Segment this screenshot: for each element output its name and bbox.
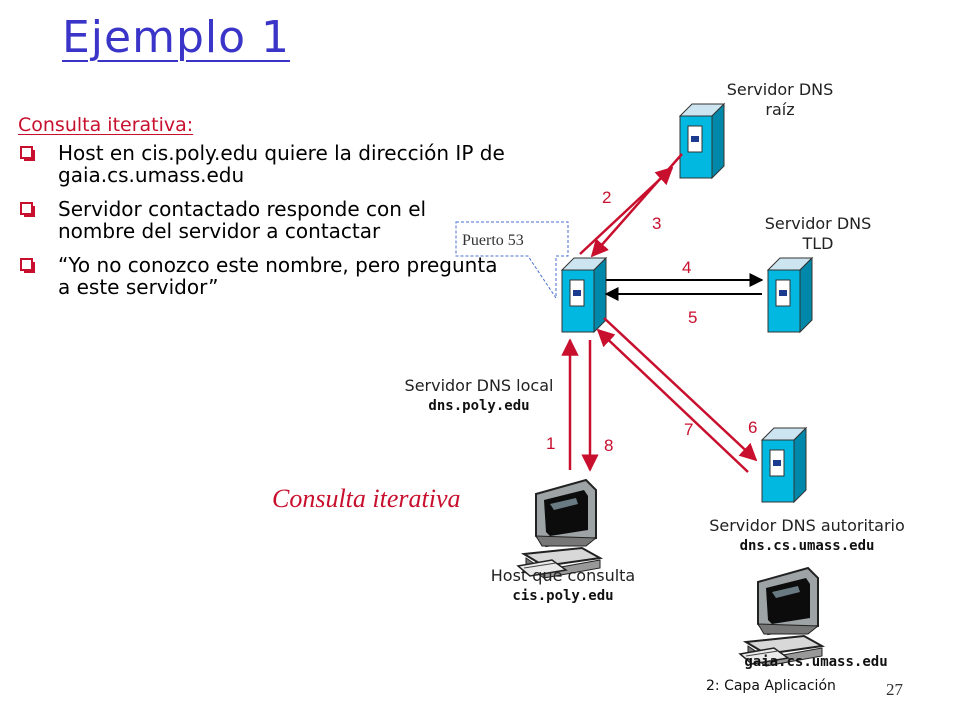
checkbox-bullet-icon bbox=[20, 146, 35, 161]
bullet-list: Host en cis.poly.edu quiere la dirección… bbox=[18, 142, 508, 310]
slide-title: Ejemplo 1 bbox=[62, 12, 291, 63]
step-number: 3 bbox=[652, 214, 662, 233]
querying-host-label: Host que consulta cis.poly.edu bbox=[490, 566, 636, 604]
bullet-item: Servidor contactado responde con el nomb… bbox=[18, 198, 508, 242]
root-server-label: Servidor DNS raíz bbox=[726, 80, 834, 119]
step-number: 2 bbox=[602, 188, 612, 207]
diagram-caption: Consulta iterativa bbox=[272, 484, 461, 513]
step-number: 4 bbox=[682, 258, 692, 277]
port-callout-bubble bbox=[455, 221, 569, 300]
step-number: 7 bbox=[684, 420, 694, 439]
bullet-item: “Yo no conozco este nombre, pero pregunt… bbox=[18, 254, 508, 298]
footer-text: 2: Capa Aplicación bbox=[706, 678, 836, 694]
arrow-step-3 bbox=[590, 153, 683, 258]
bullet-item: Host en cis.poly.edu quiere la dirección… bbox=[18, 142, 508, 186]
auth-server-icon bbox=[761, 427, 807, 503]
querying-host-computer-icon bbox=[517, 479, 601, 579]
auth-server-label: Servidor DNS autoritario dns.cs.umass.ed… bbox=[709, 516, 905, 554]
step-number: 6 bbox=[748, 418, 758, 437]
local-server-icon bbox=[561, 257, 607, 333]
step-number: 8 bbox=[604, 436, 614, 455]
arrow-step-7 bbox=[596, 328, 749, 473]
target-host-label: gaia.cs.umass.edu bbox=[744, 654, 888, 670]
page-number: 27 bbox=[886, 680, 903, 699]
port-callout-text: Puerto 53 bbox=[462, 232, 524, 249]
subheading: Consulta iterativa: bbox=[18, 114, 194, 136]
step-number: 5 bbox=[688, 308, 698, 327]
local-server-label: Servidor DNS local dns.poly.edu bbox=[404, 376, 554, 414]
checkbox-bullet-icon bbox=[20, 258, 35, 273]
step-number: 1 bbox=[546, 434, 556, 453]
checkbox-bullet-icon bbox=[20, 202, 35, 217]
arrow-step-6 bbox=[603, 317, 758, 462]
tld-server-icon bbox=[767, 257, 813, 333]
tld-server-label: Servidor DNS TLD bbox=[764, 214, 872, 253]
